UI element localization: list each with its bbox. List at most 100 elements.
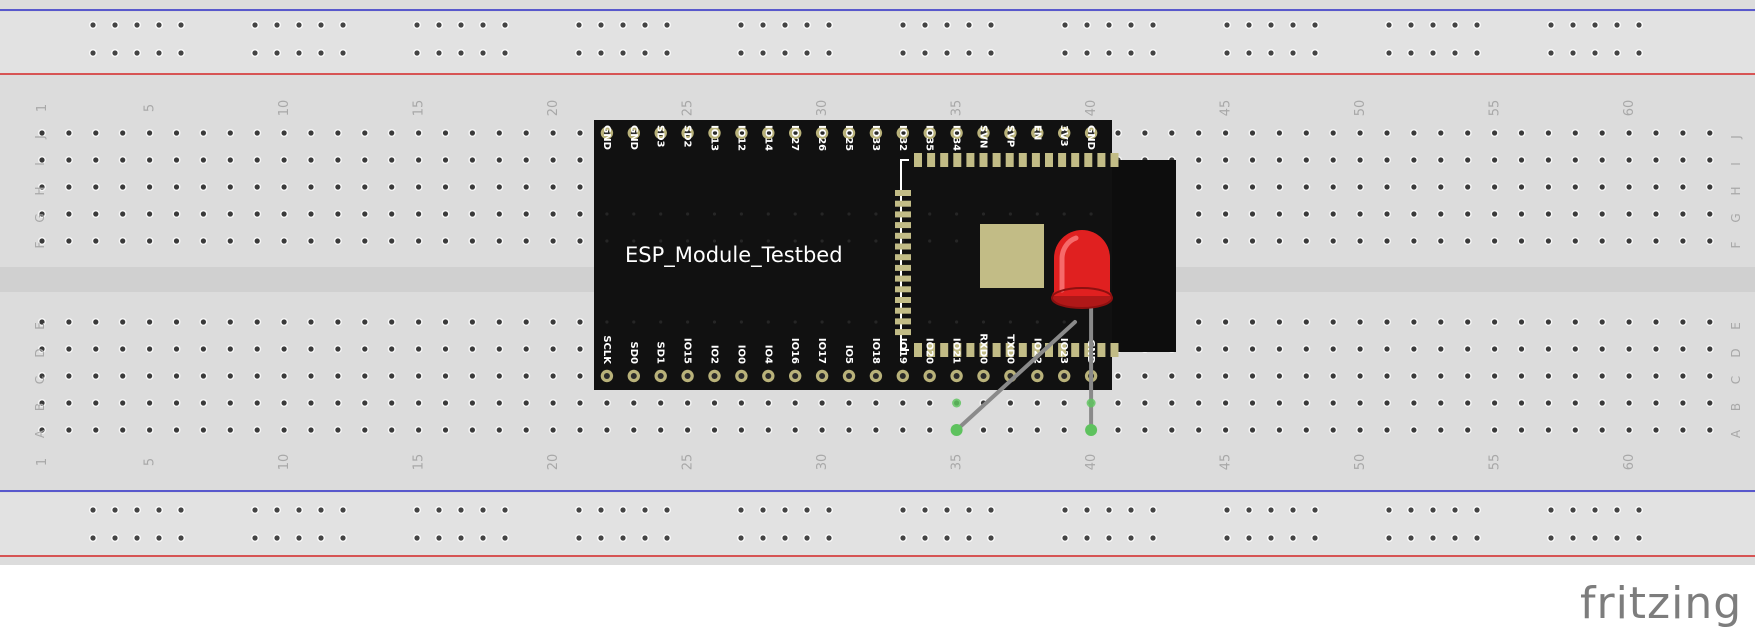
rail-hole bbox=[252, 50, 258, 56]
breadboard-hole bbox=[1196, 319, 1202, 325]
breadboard-hole bbox=[1626, 346, 1632, 352]
breadboard-hole bbox=[1223, 211, 1229, 217]
breadboard-hole bbox=[1680, 427, 1686, 433]
breadboard-hole bbox=[254, 373, 260, 379]
header-pin-hole bbox=[980, 130, 987, 136]
breadboard-hole bbox=[496, 211, 502, 217]
module-dot bbox=[820, 212, 824, 216]
breadboard-hole bbox=[496, 346, 502, 352]
module-dot bbox=[820, 320, 824, 324]
module-pad-bottom bbox=[1018, 343, 1027, 357]
breadboard-hole bbox=[66, 157, 72, 163]
breadboard-hole bbox=[1653, 157, 1659, 163]
rail-hole bbox=[134, 535, 140, 541]
row-letter-left: J bbox=[33, 135, 47, 140]
header-pin-hole bbox=[899, 373, 906, 379]
rail-hole bbox=[738, 507, 744, 513]
header-pin-hole bbox=[846, 130, 852, 136]
breadboard-hole bbox=[1545, 346, 1551, 352]
rail-hole bbox=[922, 535, 928, 541]
breadboard-hole bbox=[1680, 319, 1686, 325]
header-pin-hole bbox=[765, 373, 772, 379]
column-number: 55 bbox=[1488, 100, 1503, 117]
column-number: 20 bbox=[546, 454, 561, 471]
breadboard-hole bbox=[1653, 238, 1659, 244]
breadboard-hole bbox=[66, 319, 72, 325]
rail-hole bbox=[112, 535, 118, 541]
breadboard-hole bbox=[1249, 184, 1256, 190]
breadboard-hole bbox=[523, 157, 529, 163]
rail-hole bbox=[480, 22, 486, 28]
breadboard-hole bbox=[927, 400, 933, 406]
breadboard-hole bbox=[281, 157, 287, 163]
pin-label: IO21 bbox=[951, 338, 962, 364]
rail-hole bbox=[576, 50, 582, 56]
breadboard-hole bbox=[1411, 400, 1417, 406]
breadboard-hole bbox=[1599, 373, 1605, 379]
breadboard-hole bbox=[1438, 400, 1444, 406]
breadboard-hole bbox=[1411, 238, 1417, 244]
rail-hole bbox=[988, 535, 994, 541]
rail-hole bbox=[1246, 22, 1252, 28]
rail-hole bbox=[922, 22, 928, 28]
breadboard-hole bbox=[1572, 238, 1578, 244]
breadboard-hole bbox=[442, 346, 449, 352]
rail-hole bbox=[1570, 22, 1576, 28]
rail-hole bbox=[598, 50, 604, 56]
breadboard-hole bbox=[254, 238, 260, 244]
header-pin-hole bbox=[1007, 130, 1014, 136]
breadboard-hole bbox=[1465, 130, 1471, 136]
breadboard-hole bbox=[173, 346, 180, 352]
breadboard-hole bbox=[442, 130, 449, 136]
rail-hole bbox=[900, 50, 906, 56]
column-number: 5 bbox=[143, 458, 158, 466]
module-pad-bottom bbox=[1097, 343, 1106, 357]
breadboard-hole bbox=[93, 400, 99, 406]
pin-label: IO32 bbox=[897, 125, 908, 151]
module-dot bbox=[659, 239, 663, 243]
breadboard-hole bbox=[1196, 427, 1202, 433]
rail-hole bbox=[134, 22, 140, 28]
breadboard-hole bbox=[416, 184, 422, 190]
breadboard-hole bbox=[200, 238, 206, 244]
breadboard-hole bbox=[523, 373, 529, 379]
breadboard-hole bbox=[93, 157, 99, 163]
breadboard-hole bbox=[416, 211, 422, 217]
breadboard-hole bbox=[1276, 400, 1282, 406]
breadboard-hole bbox=[1330, 427, 1336, 433]
rail-hole bbox=[252, 507, 258, 513]
breadboard-hole bbox=[1680, 184, 1686, 190]
rail-hole bbox=[340, 507, 346, 513]
pin-label: IO13 bbox=[709, 125, 720, 151]
pin-label: EN bbox=[1031, 125, 1042, 140]
rail-hole bbox=[90, 22, 96, 28]
breadboard-hole bbox=[1276, 373, 1282, 379]
breadboard-hole bbox=[1303, 184, 1309, 190]
breadboard-hole bbox=[227, 211, 233, 217]
rail-hole bbox=[1106, 50, 1112, 56]
breadboard-hole bbox=[1680, 400, 1686, 406]
breadboard-hole bbox=[389, 130, 395, 136]
module-pad-bottom bbox=[914, 343, 922, 357]
breadboard-hole bbox=[1707, 427, 1713, 433]
pin-label: IO12 bbox=[735, 125, 746, 151]
rail-hole bbox=[1636, 507, 1642, 513]
rail-hole bbox=[1128, 507, 1134, 513]
pin-label: IO26 bbox=[816, 125, 827, 151]
module-pad-bottom bbox=[992, 343, 1001, 357]
breadboard-hole bbox=[792, 427, 798, 433]
breadboard-hole bbox=[1303, 346, 1309, 352]
breadboard-hole bbox=[1492, 184, 1498, 190]
breadboard-hole bbox=[227, 373, 233, 379]
rail-hole bbox=[900, 507, 906, 513]
breadboard-hole bbox=[200, 184, 206, 190]
breadboard-hole bbox=[200, 373, 206, 379]
rail-hole bbox=[1614, 507, 1620, 513]
pin-label: SVN bbox=[978, 125, 989, 148]
row-letter-left: I bbox=[33, 162, 47, 166]
rail-hole bbox=[826, 22, 832, 28]
breadboard-hole bbox=[658, 427, 664, 433]
rail-hole bbox=[296, 50, 302, 56]
rail-hole bbox=[1062, 507, 1068, 513]
